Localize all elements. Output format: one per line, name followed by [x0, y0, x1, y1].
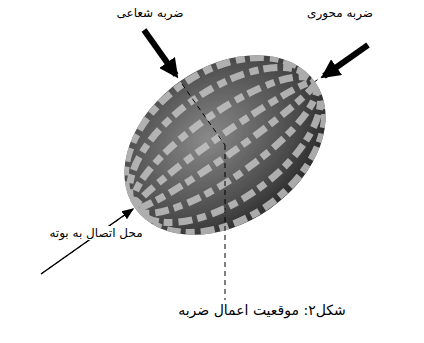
callout-label: ضربه شعاعی — [114, 6, 185, 20]
impact-arrow — [324, 45, 368, 76]
callout-label: ضربه محوری — [305, 6, 375, 20]
leader-arrow — [41, 209, 133, 274]
callout-label: محل اتصال به بوته — [47, 226, 144, 240]
caption: شکل۲: موقعیت اعمال ضربه — [176, 302, 348, 319]
impact-arrow — [144, 30, 176, 75]
